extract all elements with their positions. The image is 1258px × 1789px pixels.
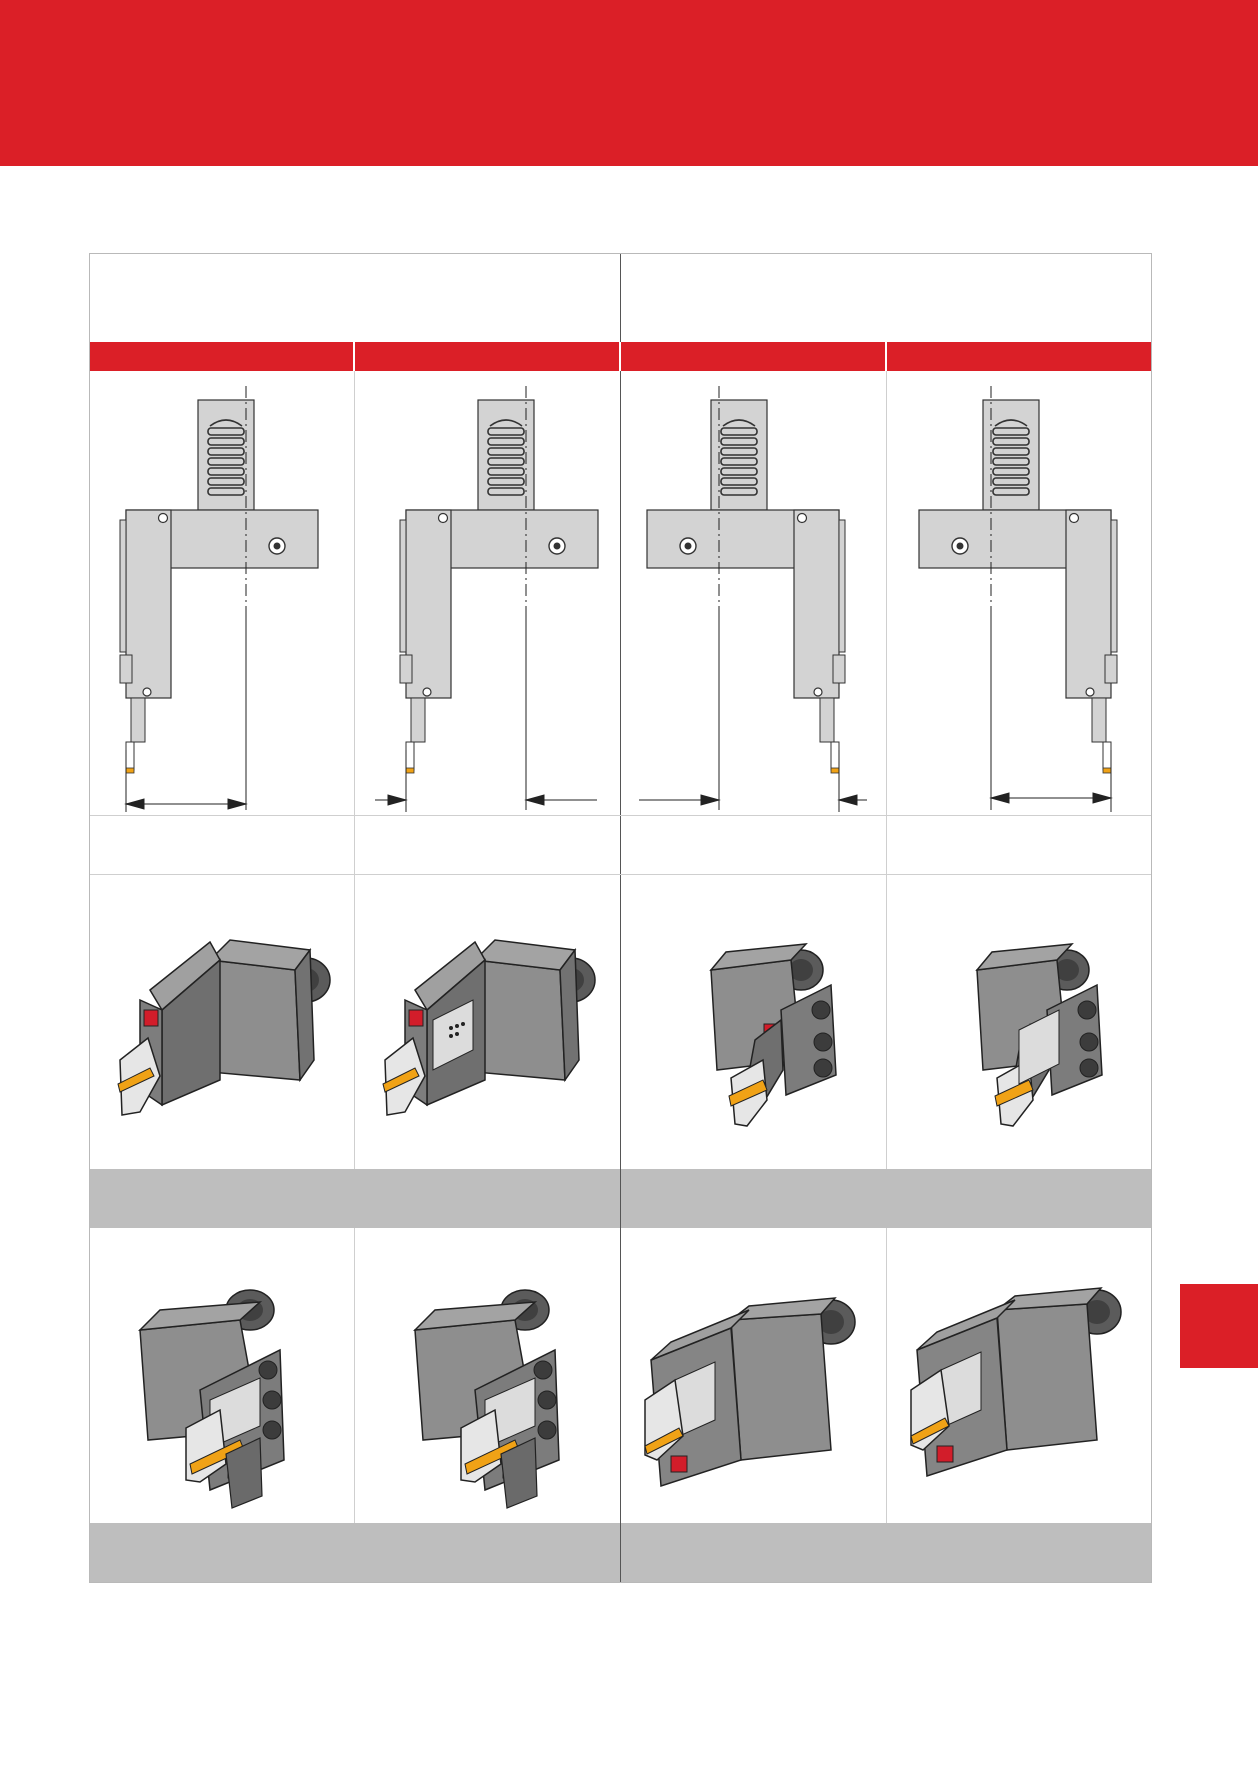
render-holder-h (887, 1250, 1151, 1520)
gray-band-left-bottom (90, 1523, 620, 1582)
grooving-holder-icon (710, 943, 837, 1127)
column-divider (620, 254, 621, 1582)
chapter-tab (1180, 1284, 1258, 1368)
grooving-holder-icon (910, 1287, 1122, 1477)
grooving-holder-icon (976, 943, 1103, 1127)
grooving-holder-icon (355, 900, 619, 1140)
render-holder-g (621, 1250, 885, 1520)
row-separator (90, 815, 1151, 816)
drawing-right-hand-holder-1 (621, 380, 885, 820)
render-holder-b (355, 900, 619, 1140)
gray-band-right (621, 1169, 1151, 1228)
drawing-left-hand-holder-2 (355, 380, 619, 820)
top-banner (0, 0, 1258, 166)
gray-band-left (90, 1169, 620, 1228)
row-separator (90, 874, 1151, 875)
grooving-holder-icon (139, 1289, 285, 1509)
catalog-table (89, 253, 1152, 1583)
render-holder-c (621, 900, 885, 1140)
table-header-left (90, 254, 620, 342)
gray-band-right-bottom (621, 1523, 1151, 1582)
render-holder-a (90, 900, 354, 1140)
table-header-right (621, 254, 1151, 342)
render-holder-f (355, 1250, 619, 1520)
render-holder-e (90, 1250, 354, 1520)
grooving-holder-icon (117, 939, 331, 1116)
render-holder-d (887, 900, 1151, 1140)
grooving-holder-icon (414, 1289, 560, 1509)
drawing-left-hand-holder-1 (90, 380, 354, 820)
drawing-right-hand-holder-2 (887, 380, 1151, 820)
grooving-holder-icon (644, 1297, 856, 1487)
